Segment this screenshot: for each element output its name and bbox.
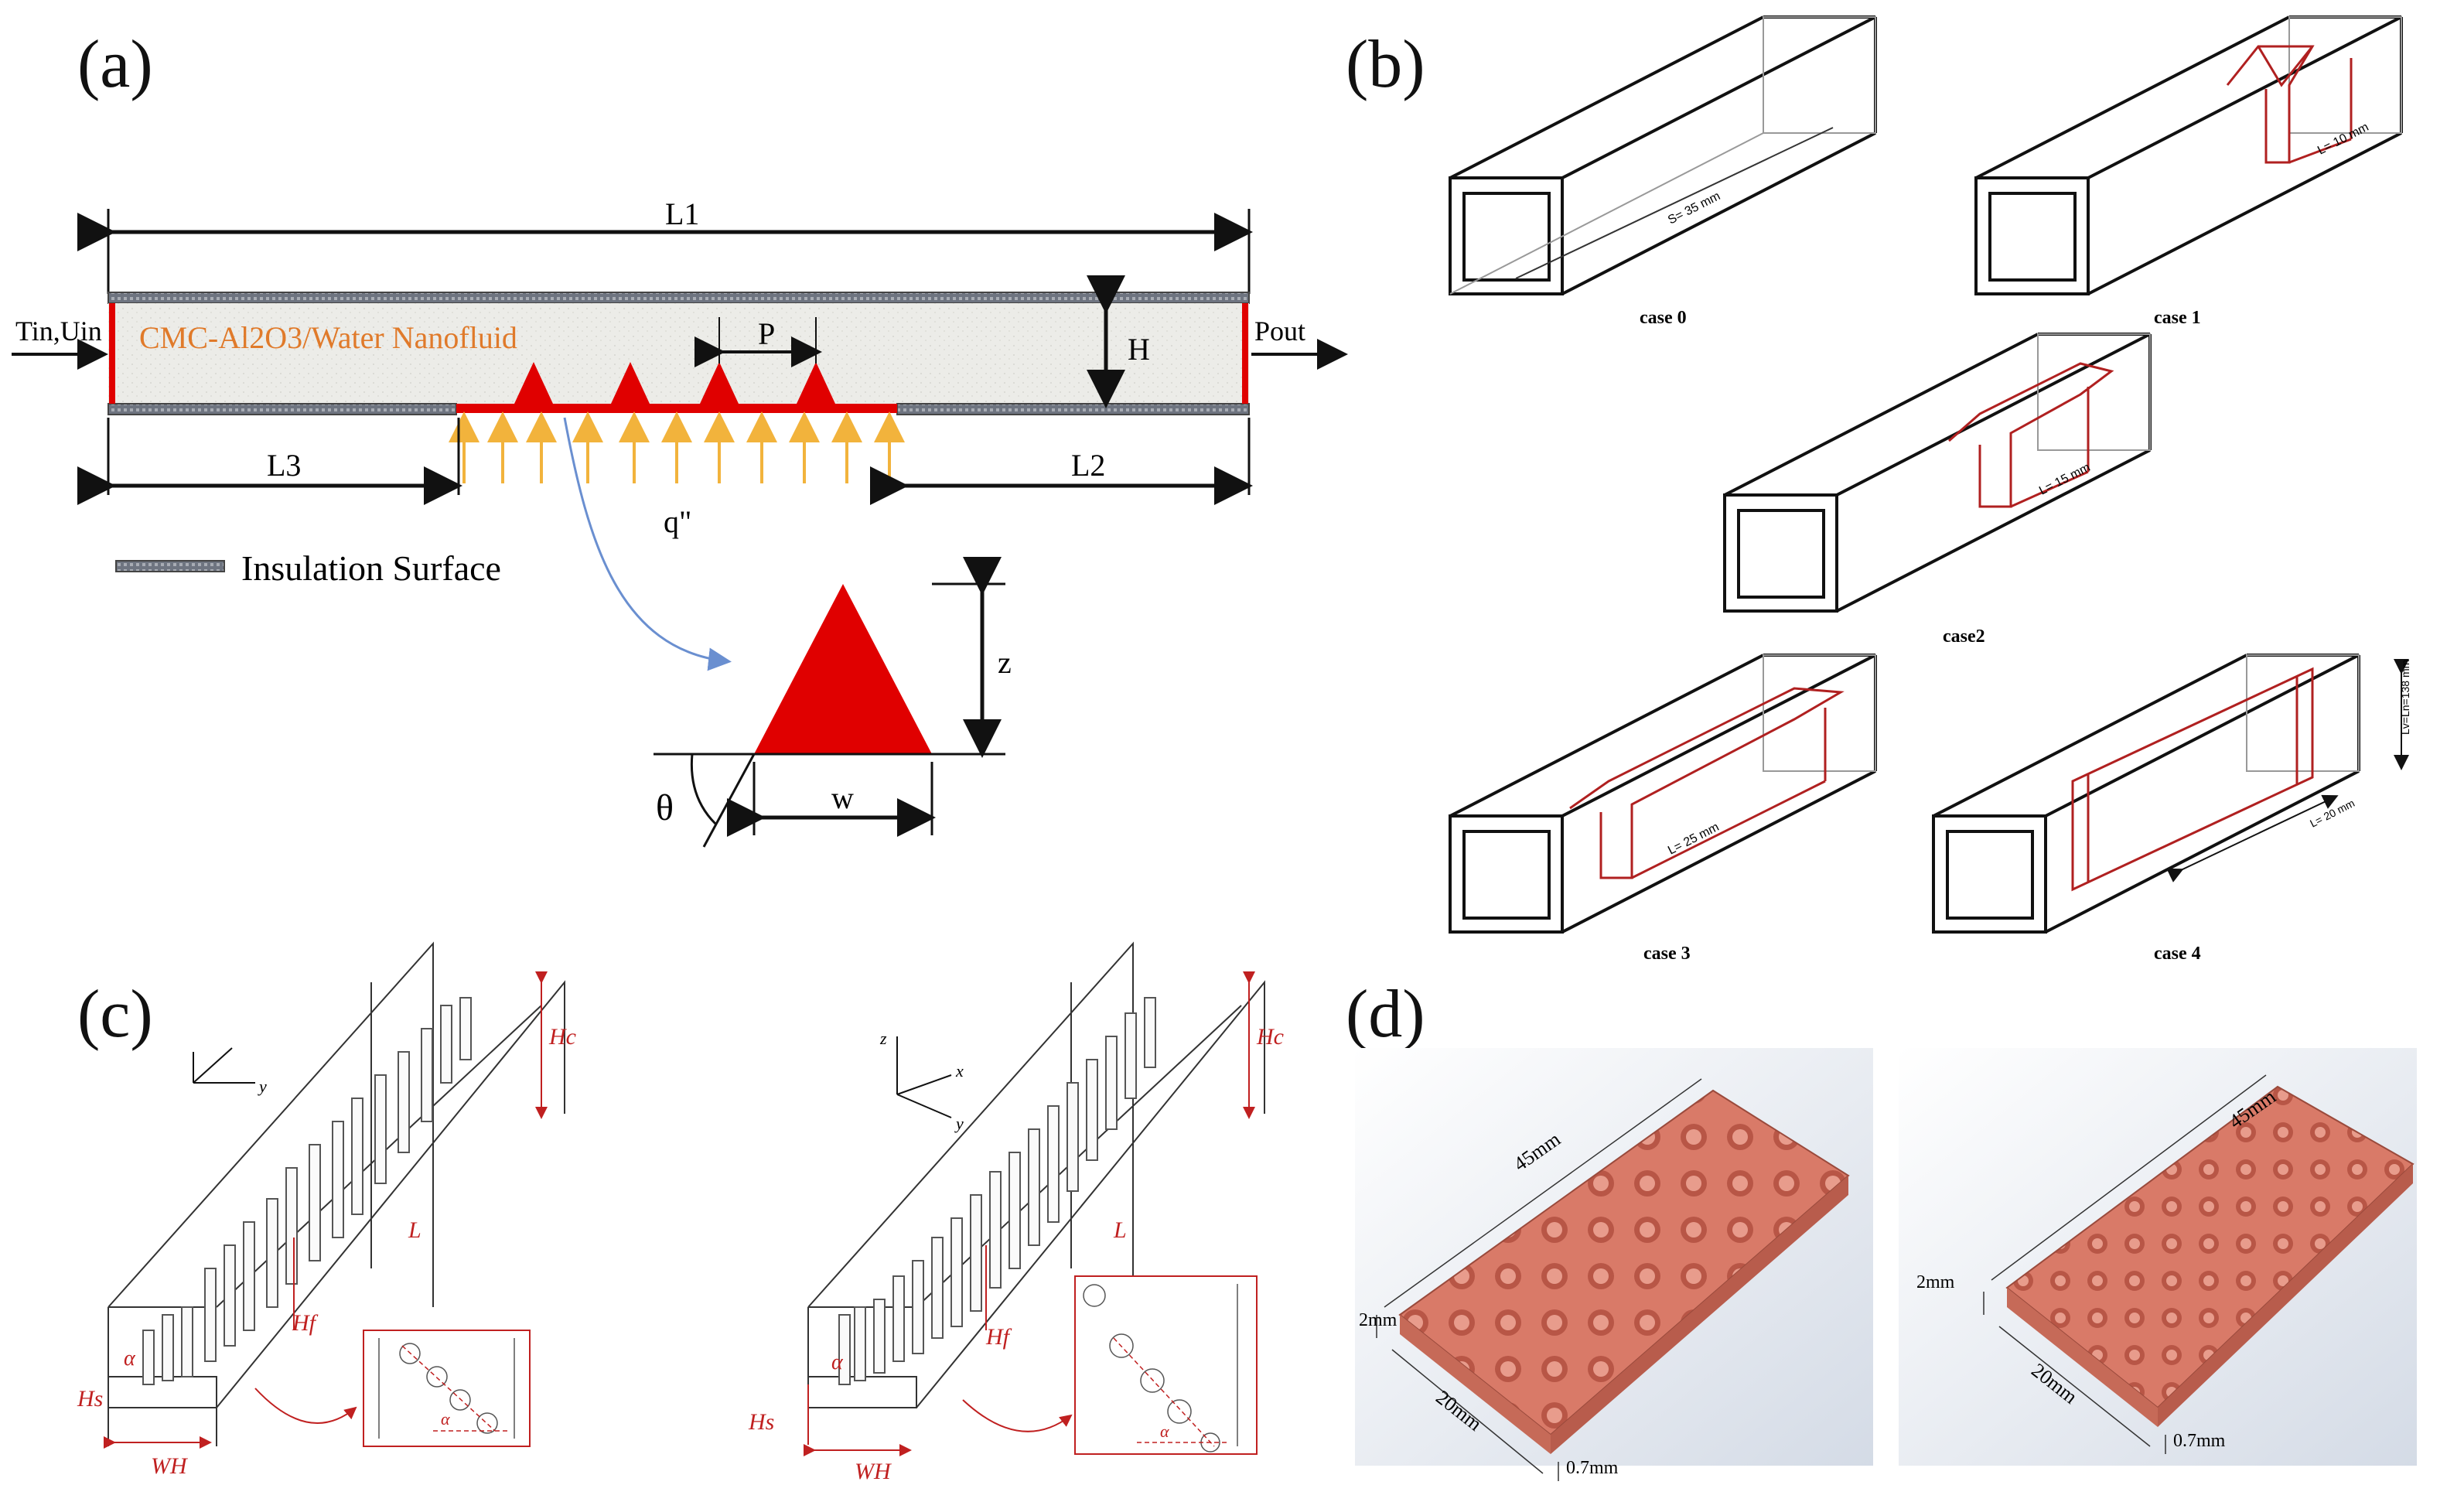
panel-b: (b) S= 35 mm case 0 xyxy=(1346,15,2411,964)
case-3-label: case 3 xyxy=(1643,944,1691,964)
heat-flux-arrows xyxy=(449,411,905,483)
dim-l-right: L xyxy=(1113,1217,1127,1243)
inset-right-pins xyxy=(1083,1284,1238,1453)
heat-flux-label: q" xyxy=(664,504,691,539)
axes-right xyxy=(896,1036,952,1118)
panel-a-label: (a) xyxy=(77,27,153,102)
panel-b-label: (b) xyxy=(1346,27,1425,102)
panel-c: (c) xyxy=(77,941,1284,1484)
case-4-channel xyxy=(1932,654,2360,934)
dim-l-left: L xyxy=(408,1217,421,1243)
panel-d: (d) 45mm 2mm 20mm 0.7mm xyxy=(1346,977,2417,1481)
axis-y-left: y xyxy=(258,1077,267,1096)
dim-hc-right: Hc xyxy=(1256,1024,1284,1050)
rib-enlarged xyxy=(754,584,932,754)
case-4-height-dim: Lv=Ln=138 mm xyxy=(2399,660,2411,735)
dim-2mm-right: 2mm xyxy=(1916,1272,1955,1292)
dim-p-label: P xyxy=(758,316,775,351)
inlet-label: Tin,Uin xyxy=(15,316,102,346)
dim-z-label: z xyxy=(998,645,1012,680)
case-2-insert xyxy=(1948,362,2114,508)
dim-hs-right: Hs xyxy=(748,1409,774,1435)
panel-a: (a) L1 CMC-Al2O3/Water Nanofluid P H Tin… xyxy=(12,27,1348,848)
dim-alpha-right: α xyxy=(831,1350,844,1374)
case-3-channel xyxy=(1449,654,1877,934)
rib-2 xyxy=(611,362,650,404)
case-0-label: case 0 xyxy=(1640,308,1687,328)
inset-alpha-left: α xyxy=(441,1409,450,1429)
microchannel-plate-right xyxy=(2005,1085,2415,1427)
inset-left-pins xyxy=(378,1338,515,1439)
case-4-insert xyxy=(2071,667,2314,892)
zoom-pointer xyxy=(563,417,732,671)
bottom-insulation-left xyxy=(108,403,457,415)
dim-h-label: H xyxy=(1128,332,1150,367)
case-0-channel xyxy=(1449,15,1877,295)
dim-hf-left: Hf xyxy=(292,1310,319,1336)
dim-07mm-right: 0.7mm xyxy=(2173,1431,2226,1451)
rib-3 xyxy=(700,362,739,404)
panel-d-label: (d) xyxy=(1346,977,1425,1052)
pin-fins-right xyxy=(838,997,1156,1385)
dim-l2-label: L2 xyxy=(1071,448,1105,483)
dim-hs-left: Hs xyxy=(77,1386,103,1412)
bottom-insulation-right xyxy=(896,403,1250,415)
dim-hc-left: Hc xyxy=(548,1024,576,1050)
case-4-label: case 4 xyxy=(2154,944,2201,964)
dim-l1-label: L1 xyxy=(665,196,699,231)
case-4-dim: L= 20 mm xyxy=(2308,797,2356,830)
angle-theta-label: θ xyxy=(656,787,674,828)
inset-alpha-right: α xyxy=(1160,1422,1169,1441)
pin-fins-left xyxy=(142,997,472,1385)
case-3-dim: L= 25 mm xyxy=(1666,821,1722,858)
axis-z-right: z xyxy=(879,1029,887,1048)
dim-w-label: w xyxy=(831,780,854,815)
fluid-label: CMC-Al2O3/Water Nanofluid xyxy=(139,320,517,355)
axis-y-right: y xyxy=(954,1114,964,1133)
outlet-label: Pout xyxy=(1254,316,1305,346)
case-1-insert xyxy=(2226,45,2353,164)
dim-wh-left: WH xyxy=(151,1453,189,1479)
dim-hf-right: Hf xyxy=(985,1324,1012,1350)
inset-right xyxy=(1074,1275,1258,1455)
dim-2mm-left: 2mm xyxy=(1359,1310,1398,1330)
rib-4 xyxy=(797,362,835,404)
case-2-label: case2 xyxy=(1943,626,1985,647)
dim-wh-right: WH xyxy=(855,1459,892,1484)
axes-left xyxy=(193,1047,255,1084)
dim-07mm-left: 0.7mm xyxy=(1566,1458,1619,1478)
case-1-channel xyxy=(1974,15,2403,295)
legend-swatch xyxy=(115,560,225,572)
case-3-insert xyxy=(1569,687,1845,879)
rib-1 xyxy=(514,362,553,404)
axis-x-right: x xyxy=(955,1061,964,1080)
channel-fluid xyxy=(108,303,1249,404)
inset-left xyxy=(363,1330,531,1447)
heated-wall xyxy=(456,404,897,413)
top-insulation xyxy=(108,292,1250,304)
microchannel-plate-left xyxy=(1398,1089,1850,1454)
panel-c-label: (c) xyxy=(77,977,153,1052)
dim-alpha-left: α xyxy=(124,1347,136,1371)
case-0-dim: S= 35 mm xyxy=(1666,189,1722,227)
case-1-label: case 1 xyxy=(2154,308,2201,328)
legend-text: Insulation Surface xyxy=(241,548,501,588)
dim-l3-label: L3 xyxy=(267,448,301,483)
case-2-channel xyxy=(1723,333,2152,613)
